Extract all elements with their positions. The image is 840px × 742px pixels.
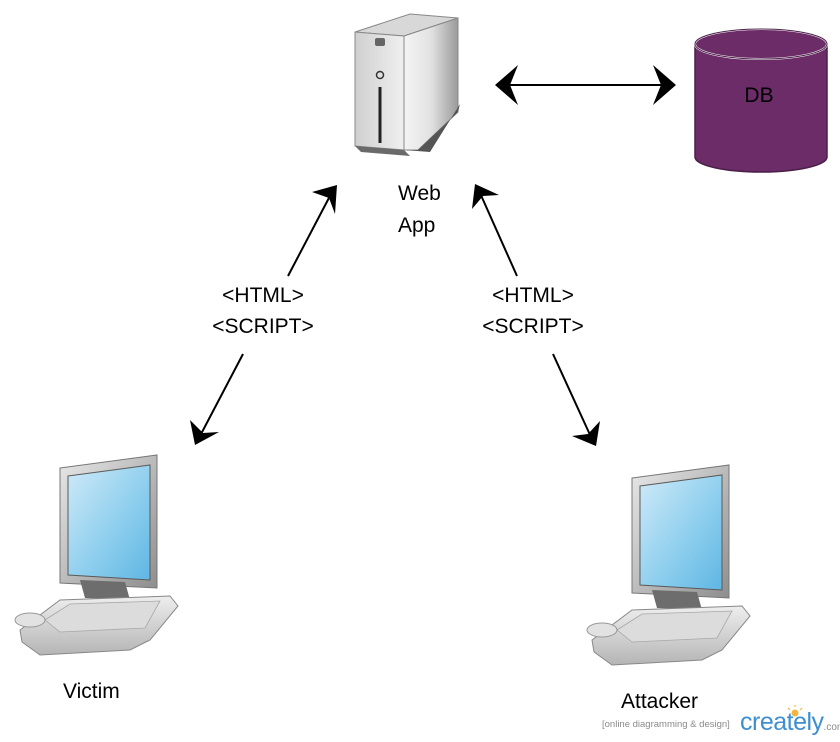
- watermark-brand-name: creately: [740, 708, 824, 736]
- attacker-webapp-connector: [472, 184, 600, 446]
- victim-link-label-line1: <HTML>: [222, 284, 304, 307]
- creately-logo-icon: [787, 705, 803, 717]
- webapp-label-line1: Web: [398, 182, 441, 205]
- victim-label: Victim: [63, 680, 120, 703]
- webapp-label-line2: App: [398, 214, 436, 237]
- victim-webapp-connector: [190, 185, 337, 445]
- server-icon: [354, 13, 460, 156]
- watermark-domain: .com: [823, 722, 840, 733]
- victim-link-label-line2: <SCRIPT>: [212, 315, 314, 338]
- webapp-db-connector: [495, 65, 676, 105]
- watermark-brand: creately.com: [740, 708, 840, 737]
- attacker-link-label-line1: <HTML>: [492, 284, 574, 307]
- attacker-link-label: <HTML> <SCRIPT>: [468, 280, 598, 342]
- victim-link-label: <HTML> <SCRIPT>: [198, 280, 328, 342]
- attacker-label: Attacker: [621, 690, 699, 713]
- watermark-tagline: [online diagramming & design]: [602, 719, 730, 730]
- db-label: DB: [744, 84, 774, 107]
- database-icon: [694, 28, 828, 173]
- victim-computer-icon: [14, 454, 179, 656]
- attacker-computer-icon: [586, 464, 751, 666]
- attacker-link-label-line2: <SCRIPT>: [482, 315, 584, 338]
- webapp-label: Web App: [398, 178, 441, 242]
